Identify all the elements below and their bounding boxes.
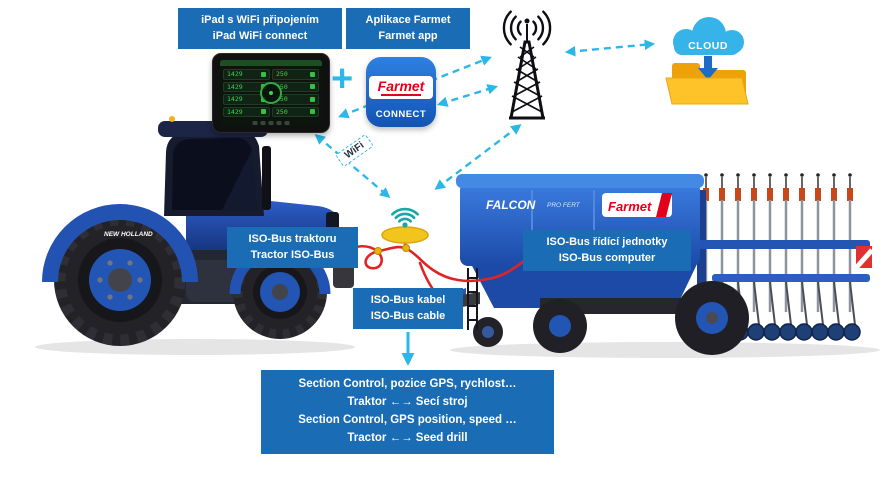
cable-connectors [374, 244, 410, 255]
tractor-rear-fender [42, 204, 198, 283]
label-summary: Section Control, pozice GPS, rychlost… T… [261, 370, 554, 454]
tractor-front-wheel [233, 245, 327, 339]
label-tractor-isobus: ISO-Bus traktoru Tractor ISO-Bus [227, 227, 358, 268]
monitor-cell: 1429 [223, 106, 270, 117]
drill-model-suffix-text: PRO FERT [547, 202, 581, 209]
label-isobus-cable-cz: ISO-Bus kabel [370, 293, 446, 306]
label-farmet-app: Aplikace Farmet Farmet app [346, 8, 470, 49]
farmet-logo-text: Farmet [608, 199, 652, 214]
ipad-screen: 1429 250 1429 250 1429 250 1429 250 [220, 60, 322, 126]
label-farmet-app-cz: Aplikace Farmet [365, 13, 451, 26]
drill-support-wheel [473, 317, 503, 347]
drill-axle [540, 298, 720, 314]
label-tractor-isobus-en: Tractor ISO-Bus [250, 248, 335, 261]
drill-wheel-right [675, 281, 749, 355]
ipad-device: 1429 250 1429 250 1429 250 1429 250 [212, 53, 330, 133]
link-ipad-receiver [314, 133, 391, 199]
cloud-icon [673, 17, 744, 55]
farmet-logo: Farmet [602, 193, 672, 217]
link-app-tower [436, 84, 499, 107]
summary-line-2: Traktor ←→ Secí stroj [347, 396, 468, 409]
link-tower-cloud [564, 39, 656, 57]
label-isobus-cable-en: ISO-Bus cable [370, 309, 446, 322]
download-arrow-icon [698, 56, 718, 80]
label-drill-isobus-cz: ISO-Bus řídící jednotky [546, 235, 668, 248]
signal-arcs [502, 10, 552, 46]
drill-ladder [467, 268, 478, 330]
monitor-buttons [252, 121, 290, 125]
label-drill-isobus-en: ISO-Bus computer [558, 251, 656, 264]
label-tractor-isobus-cz: ISO-Bus traktoru [248, 232, 337, 245]
monitor-gauge-icon [260, 82, 282, 104]
drill-model-text: FALCON [486, 198, 536, 212]
monitor-cell: 250 [272, 69, 319, 80]
ipad-screen-statusbar [220, 60, 322, 66]
tractor-exhaust [262, 146, 271, 210]
monitor-cell: 1429 [223, 69, 270, 80]
label-drill-isobus: ISO-Bus řídící jednotky ISO-Bus computer [523, 230, 691, 271]
tractor-brand-text: NEW HOLLAND [104, 231, 153, 238]
summary-line-3: Section Control, GPS position, speed … [298, 414, 517, 426]
connect-label: CONNECT [375, 109, 427, 120]
farmet-connect-app-icon: Farmet CONNECT [366, 57, 436, 127]
drill-hopper-funnel [470, 262, 698, 308]
farmet-logo-text: Farmet [377, 78, 425, 94]
wireless-links [314, 39, 656, 199]
label-ipad-wifi-cz: iPad s WiFi připojením [201, 13, 319, 26]
cloud-storage-icon: CLOUD [662, 12, 758, 110]
ground-shadows [35, 339, 880, 358]
wifi-receiver-icon [381, 207, 429, 244]
farmet-logo-underline [381, 94, 421, 96]
plus-sign: + [331, 58, 354, 100]
summary-line-1: Section Control, pozice GPS, rychlost… [298, 378, 517, 391]
label-ipad-wifi: iPad s WiFi připojením iPad WiFi connect [178, 8, 342, 49]
link-ipad-tower [338, 55, 492, 119]
cloud-label: CLOUD [688, 40, 728, 52]
farmet-logo-band: Farmet [369, 76, 433, 99]
label-isobus-cable: ISO-Bus kabel ISO-Bus cable [353, 288, 463, 329]
monitor-cell: 250 [272, 106, 319, 117]
summary-line-4: Tractor ←→ Seed drill [347, 431, 468, 444]
tractor-rear-wheel [54, 214, 186, 346]
folder-icon [665, 56, 749, 105]
label-ipad-wifi-en: iPad WiFi connect [212, 29, 308, 42]
beacon-light-icon [169, 116, 175, 122]
drill-wheel-left [533, 299, 587, 353]
radio-tower-icon [502, 10, 552, 120]
link-tower-receiver [434, 124, 522, 190]
label-farmet-app-en: Farmet app [378, 29, 438, 42]
